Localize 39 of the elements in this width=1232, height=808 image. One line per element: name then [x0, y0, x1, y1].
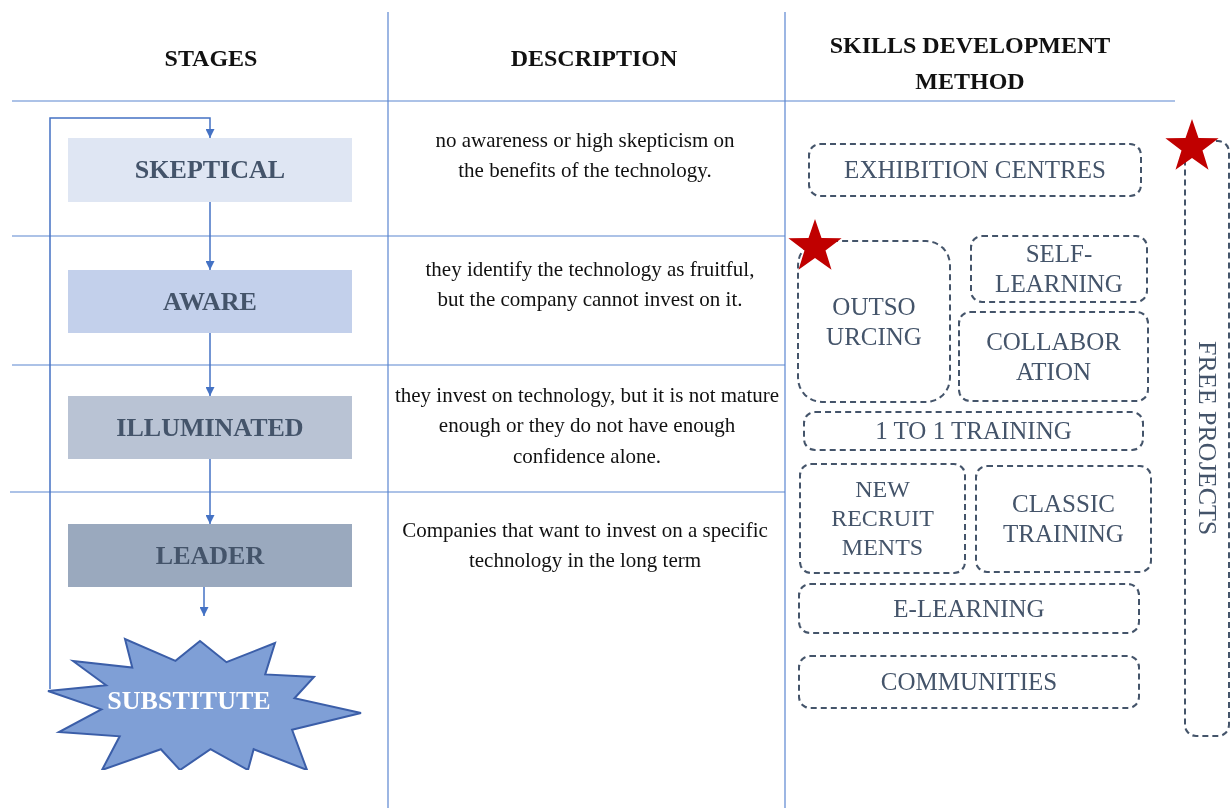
method-box	[798, 583, 1140, 634]
method-box	[970, 235, 1148, 303]
node-label: ILLUMINATED	[116, 412, 304, 443]
stage-box	[68, 396, 352, 459]
method-box	[799, 463, 966, 574]
node-label: EXHIBITION CENTRES	[844, 155, 1106, 185]
node-label: LEADER	[155, 540, 265, 571]
arrow	[205, 458, 215, 525]
method-box	[798, 655, 1140, 709]
stage-box	[68, 524, 352, 587]
node-label: COMMUNITIES	[880, 667, 1058, 697]
node-label: AWARE	[163, 286, 257, 317]
arrow	[205, 332, 215, 397]
node-label: FREE PROJECTS	[1191, 341, 1223, 536]
arrow	[199, 586, 209, 617]
node-label: OUTSO URCING	[825, 291, 923, 352]
description-text: Companies that want to invest on a specific technology in the long term	[401, 517, 769, 575]
stage-box	[68, 138, 352, 202]
description-text: they invest on technology, but it is not mature enough or they do not have enough confidence alone.	[393, 382, 781, 470]
node-label: 1 TO 1 TRAINING	[875, 416, 1072, 446]
node-label: SELF- LEARNING	[994, 239, 1124, 299]
method-box	[803, 411, 1144, 451]
node-label: NEW RECRUIT MENTS	[830, 475, 935, 562]
method-box	[958, 311, 1149, 402]
arrow	[205, 201, 215, 271]
node-label: CLASSIC TRAINING	[1002, 489, 1125, 549]
node-label: SKEPTICAL	[134, 155, 286, 185]
method-box	[808, 143, 1142, 197]
method-box	[975, 465, 1152, 573]
description-text: no awareness or high skepticism on the benefits of the technology.	[434, 127, 736, 185]
column-header: DESCRIPTION	[509, 44, 679, 73]
node-label: E-LEARNING	[893, 593, 1045, 624]
column-header: SKILLS DEVELOPMENT METHOD	[828, 31, 1112, 96]
description-text: they identify the technology as fruitful, but the company cannot invest on it.	[424, 256, 756, 314]
node-label: COLLABOR ATION	[985, 326, 1122, 387]
stage-box	[68, 270, 352, 333]
node-label: SUBSTITUTE	[107, 686, 271, 716]
column-header: STAGES	[163, 44, 259, 73]
arrow	[49, 117, 215, 690]
